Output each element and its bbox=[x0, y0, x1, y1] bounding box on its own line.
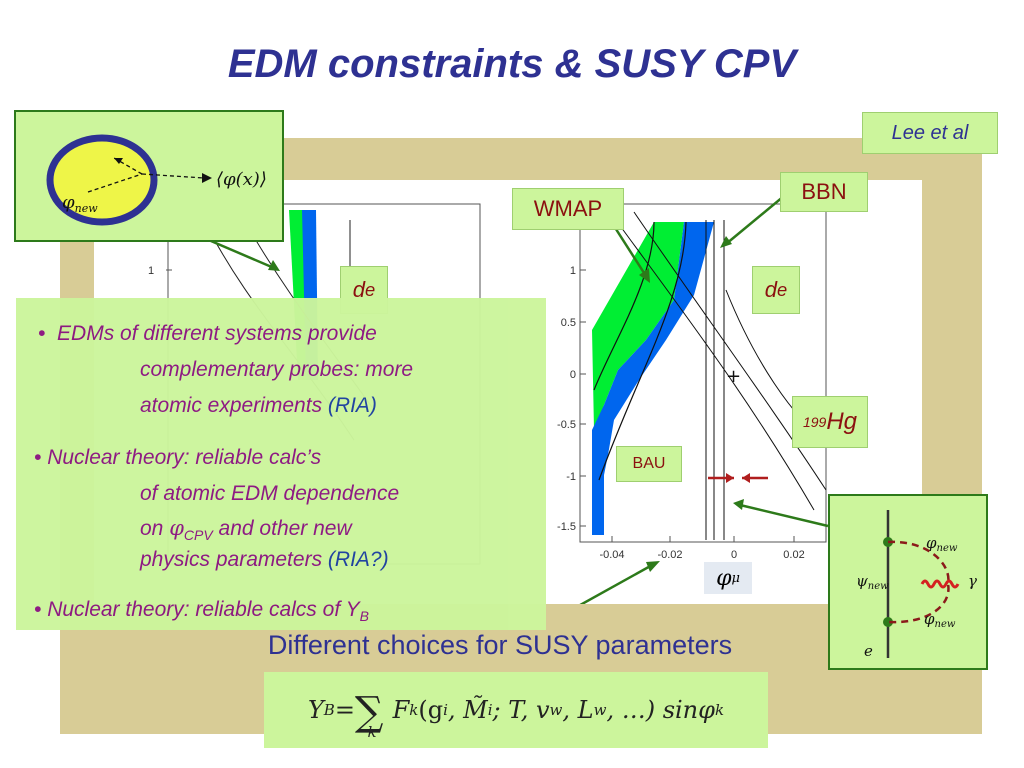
right-curve-band-edge bbox=[593, 221, 655, 391]
phi-top-label: φnew bbox=[926, 534, 958, 554]
right-x-tick-label: 0 bbox=[731, 549, 737, 561]
de-left-symbol: d bbox=[352, 277, 366, 302]
bbn-label: BBN bbox=[780, 172, 868, 212]
bubble-inset: ⟨φ(x)⟩ φnew bbox=[14, 110, 284, 242]
caption: Different choices for SUSY parameters bbox=[267, 630, 733, 660]
right-y-tick-label: -1.5 bbox=[557, 521, 576, 533]
bullet-2-line-1: • Nuclear theory: reliable calc’s bbox=[34, 446, 322, 469]
vertex-bottom bbox=[883, 617, 893, 627]
bullet-1-line-2: complementary probes: more bbox=[140, 358, 414, 381]
right-plus-marker: + bbox=[726, 366, 741, 387]
bullet-2-line-4: physics parameters (RIA?) bbox=[140, 548, 389, 571]
bullet-2-line-2: of atomic EDM dependence bbox=[140, 482, 400, 505]
bubble-diagram: ⟨φ(x)⟩ φnew bbox=[46, 134, 267, 226]
bullet-1-line-3: atomic experiments (RIA) bbox=[140, 394, 377, 417]
right-y-tick-label: 0 bbox=[570, 369, 576, 381]
right-x-tick-label: -0.02 bbox=[657, 549, 682, 561]
bau-label: BAU bbox=[616, 446, 682, 482]
photon-line bbox=[920, 579, 960, 589]
right-curve-1 bbox=[598, 221, 687, 481]
right-y-tick-label: -0.5 bbox=[557, 419, 576, 431]
phi-axis-symbol: φ bbox=[716, 565, 732, 591]
right-y-tick-label: 1 bbox=[570, 265, 576, 277]
right-x-tick-label: 0.02 bbox=[783, 549, 804, 561]
vev-label: ⟨φ(x)⟩ bbox=[216, 169, 267, 190]
bullet-box: • EDMs of different systems provide comp… bbox=[16, 298, 546, 630]
bullet-3-line-1: • Nuclear theory: reliable calcs of YB bbox=[34, 598, 369, 625]
right-plot: 1 0.5 0 -0.5 -1 -1.5 -0.04 -0.02 0 0.02 + bbox=[557, 203, 827, 561]
pointer-arrows bbox=[203, 195, 829, 604]
inset-pointer-arrow bbox=[203, 236, 275, 270]
phi-axis-sub: μ bbox=[731, 570, 740, 586]
right-green-band bbox=[592, 222, 684, 430]
de-left-sub: e bbox=[365, 279, 376, 300]
de-right-sub: e bbox=[777, 279, 788, 300]
left-y-tick-1: 1 bbox=[148, 265, 154, 277]
right-y-tick-label: 0.5 bbox=[561, 317, 576, 329]
hg-symbol: Hg bbox=[826, 408, 858, 435]
bbn-pointer-arrow bbox=[725, 195, 785, 245]
wmap-label: WMAP bbox=[512, 188, 624, 230]
phi-bottom-label: φnew bbox=[924, 610, 956, 630]
hg-isotope: 199 bbox=[802, 414, 827, 430]
feynman-diagram: φnew ψnew γ φnew e bbox=[828, 494, 988, 670]
right-curve-3 bbox=[633, 211, 827, 491]
gamma-label: γ bbox=[968, 572, 977, 590]
feynman-svg: φnew ψnew γ φnew e bbox=[856, 510, 977, 660]
page-title: EDM constraints & SUSY CPV bbox=[227, 42, 797, 86]
bubble-wall bbox=[46, 134, 158, 226]
bullet-1-line-1: • EDMs of different systems provide bbox=[38, 322, 377, 345]
right-blue-band bbox=[592, 222, 714, 535]
caption-pointer-arrow bbox=[579, 562, 655, 604]
de-right-symbol: d bbox=[764, 277, 778, 302]
credit-label: Lee et al bbox=[862, 112, 998, 154]
wmap-pointer-arrow bbox=[612, 225, 648, 277]
phi-new-label: φnew bbox=[62, 192, 98, 215]
right-curve-2 bbox=[609, 211, 815, 511]
right-x-tick-label: -0.04 bbox=[599, 549, 624, 561]
right-y-tick-label: -1 bbox=[566, 471, 576, 483]
electron-label: e bbox=[864, 642, 873, 660]
right-plot-frame bbox=[579, 203, 827, 543]
feynman-pointer-arrow bbox=[739, 503, 829, 528]
bullet-2-line-3: on φCPV and other new bbox=[140, 516, 352, 544]
psi-label: ψnew bbox=[856, 572, 889, 592]
